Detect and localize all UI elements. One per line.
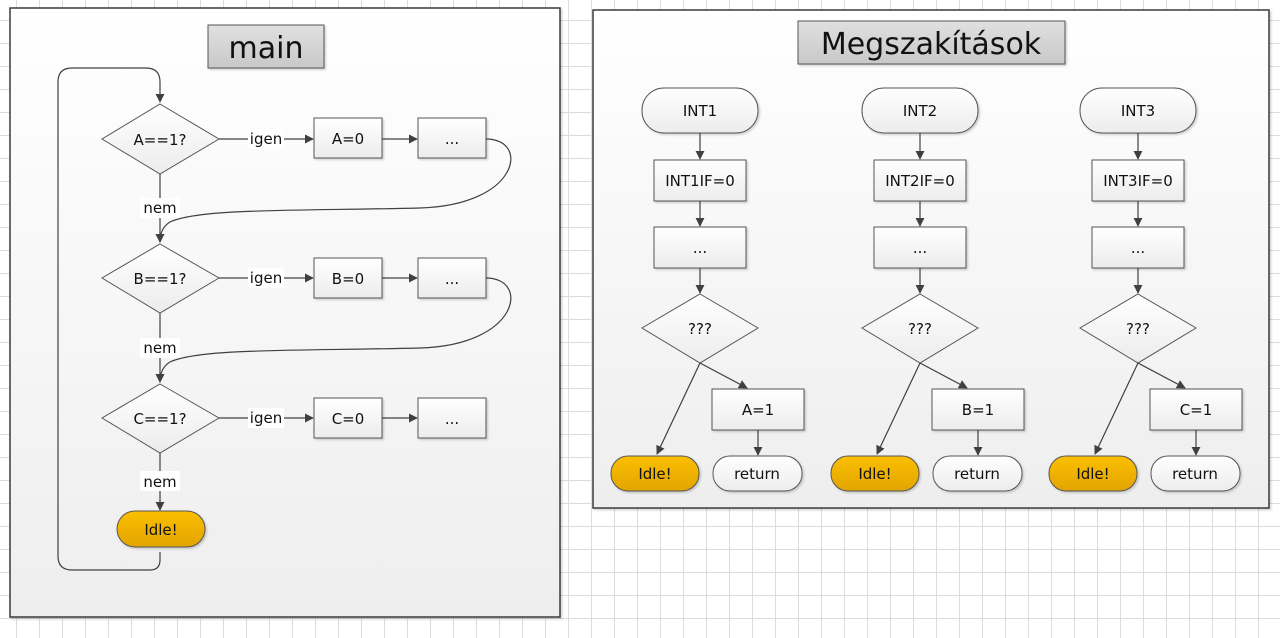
no-label-bg-b bbox=[140, 338, 180, 358]
interrupt-columns: INT1INT1IF=0...???A=1Idle!returnINT2INT2… bbox=[610, 87, 1243, 492]
int3-connector-to-set bbox=[1137, 362, 1186, 389]
main-title: main bbox=[229, 31, 304, 66]
int3-clear-flag-box[interactable] bbox=[1091, 159, 1185, 202]
int1-start-label: INT1 bbox=[683, 102, 717, 120]
int2-start-label: INT2 bbox=[903, 102, 937, 120]
yes-label-bg-a bbox=[248, 129, 284, 149]
action-box-b[interactable] bbox=[313, 257, 383, 299]
int3-idle-terminator[interactable] bbox=[1048, 455, 1138, 492]
next-b-label: ... bbox=[445, 270, 459, 288]
int3-connector-to-idle bbox=[1094, 362, 1139, 455]
int2-return-terminator[interactable] bbox=[932, 455, 1023, 492]
int2-body-box[interactable] bbox=[873, 226, 967, 269]
int2-clear-flag-box[interactable] bbox=[873, 159, 967, 202]
int2-connector-to-idle bbox=[876, 362, 921, 455]
decision-row-a: A==1? igen A=0 ... nem bbox=[101, 103, 512, 243]
yes-label-b: igen bbox=[250, 269, 282, 287]
int3-clear-flag-label: INT3IF=0 bbox=[1103, 172, 1173, 190]
main-panel-frame bbox=[9, 7, 561, 618]
action-a-label: A=0 bbox=[332, 130, 364, 148]
int3-return-label: return bbox=[1172, 465, 1218, 483]
int3-body-label: ... bbox=[1131, 239, 1145, 257]
int1-clear-flag-box[interactable] bbox=[653, 159, 747, 202]
int1-return-label: return bbox=[734, 465, 780, 483]
decision-row-c: C==1? igen C=0 ... nem bbox=[101, 383, 487, 511]
int2-return-label: return bbox=[954, 465, 1000, 483]
int3-start-label: INT3 bbox=[1121, 102, 1155, 120]
int2-set-box[interactable] bbox=[931, 388, 1025, 431]
int1-idle-terminator[interactable] bbox=[610, 455, 700, 492]
decision-a-label: A==1? bbox=[134, 131, 187, 149]
yes-label-a: igen bbox=[250, 130, 282, 148]
next-box-a[interactable] bbox=[417, 117, 487, 159]
yes-label-bg-c bbox=[248, 408, 284, 428]
action-b-label: B=0 bbox=[332, 270, 364, 288]
loop-back-connector bbox=[57, 67, 165, 571]
int3-set-box[interactable] bbox=[1149, 388, 1243, 431]
int2-clear-flag-label: INT2IF=0 bbox=[885, 172, 955, 190]
curve-connector-a bbox=[155, 138, 512, 243]
int1-connector-to-idle bbox=[656, 362, 701, 455]
int2-idle-terminator[interactable] bbox=[830, 455, 920, 492]
action-box-a[interactable] bbox=[313, 117, 383, 159]
curve-connector-b bbox=[155, 277, 512, 383]
int3-set-label: C=1 bbox=[1180, 401, 1213, 419]
int1-set-label: A=1 bbox=[742, 401, 774, 419]
decision-b-label: B==1? bbox=[134, 270, 187, 288]
int3-idle-label: Idle! bbox=[1076, 465, 1109, 483]
no-label-bg-c bbox=[140, 471, 180, 491]
decision-row-b: B==1? igen B=0 ... nem bbox=[101, 243, 512, 383]
int2-body-label: ... bbox=[913, 239, 927, 257]
int2-decision-label: ??? bbox=[908, 320, 932, 338]
int1-idle-label: Idle! bbox=[638, 465, 671, 483]
main-title-box[interactable] bbox=[207, 24, 325, 69]
int3-decision-label: ??? bbox=[1126, 320, 1150, 338]
yes-label-c: igen bbox=[250, 409, 282, 427]
int2-set-label: B=1 bbox=[962, 401, 994, 419]
action-box-c[interactable] bbox=[313, 397, 383, 439]
int3-return-terminator[interactable] bbox=[1150, 455, 1241, 492]
action-c-label: C=0 bbox=[332, 410, 365, 428]
decision-c-label: C==1? bbox=[133, 410, 186, 428]
no-label-b: nem bbox=[143, 339, 176, 357]
int1-decision-label: ??? bbox=[688, 320, 712, 338]
yes-label-bg-b bbox=[248, 268, 284, 288]
next-box-c[interactable] bbox=[417, 397, 487, 439]
int1-return-terminator[interactable] bbox=[712, 455, 803, 492]
int2-connector-to-set bbox=[919, 362, 968, 389]
int1-connector-to-set bbox=[699, 362, 748, 389]
next-c-label: ... bbox=[445, 410, 459, 428]
int1-set-box[interactable] bbox=[711, 388, 805, 431]
int1-clear-flag-label: INT1IF=0 bbox=[665, 172, 735, 190]
int1-body-label: ... bbox=[693, 239, 707, 257]
no-label-a: nem bbox=[143, 199, 176, 217]
main-idle-label: Idle! bbox=[144, 521, 177, 539]
main-idle-terminator[interactable] bbox=[116, 510, 206, 548]
no-label-c: nem bbox=[143, 473, 176, 491]
interrupts-title-box[interactable] bbox=[797, 20, 1066, 65]
int2-idle-label: Idle! bbox=[858, 465, 891, 483]
main-panel: main A==1? igen A=0 ... nem B==1? ig bbox=[9, 7, 561, 618]
next-box-b[interactable] bbox=[417, 257, 487, 299]
no-label-bg-a bbox=[140, 198, 180, 218]
next-a-label: ... bbox=[445, 130, 459, 148]
interrupts-title: Megszakítások bbox=[821, 27, 1042, 62]
